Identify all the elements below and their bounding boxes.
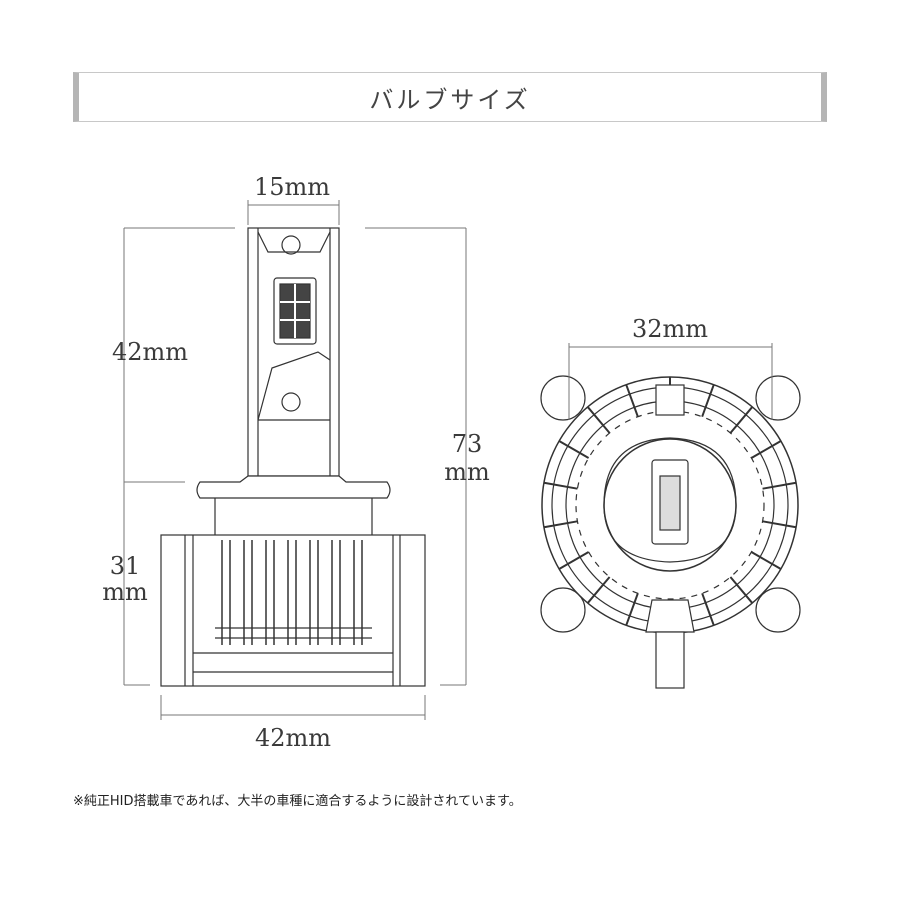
dim-lower-height-unit: mm <box>102 578 148 606</box>
bulb-front-view <box>540 375 801 689</box>
lug-icon <box>755 375 801 421</box>
section-title: バルブサイズ <box>369 85 531 114</box>
dim-total-height-value: 73 <box>452 430 483 458</box>
dim-upper-height: 42mm <box>112 338 188 366</box>
dim-lower-height-value: 31 <box>110 552 141 580</box>
mount-hole-icon <box>281 235 301 255</box>
dim-diameter: 32mm <box>632 315 708 343</box>
compatibility-note: ※純正HID搭載車であれば、大半の車種に適合するように設計されています。 <box>73 794 522 809</box>
heat-sink <box>160 534 426 687</box>
dim-top-width: 15mm <box>254 173 330 201</box>
front-dimension-lines <box>568 343 773 420</box>
led-chip-icon <box>273 277 317 345</box>
lug-icon <box>755 587 801 633</box>
mount-hole-icon <box>281 392 301 412</box>
flange <box>196 475 391 499</box>
lug-icon <box>540 375 586 421</box>
dim-base-width: 42mm <box>255 724 331 752</box>
section-header: バルブサイズ <box>73 72 827 122</box>
dim-total-height-unit: mm <box>444 458 490 486</box>
connector-stem <box>655 631 685 689</box>
led-head <box>247 227 340 477</box>
bulb-side-view <box>160 227 426 687</box>
cooling-fins <box>543 377 797 626</box>
side-dimension-lines <box>123 200 467 720</box>
lug-icon <box>540 587 586 633</box>
